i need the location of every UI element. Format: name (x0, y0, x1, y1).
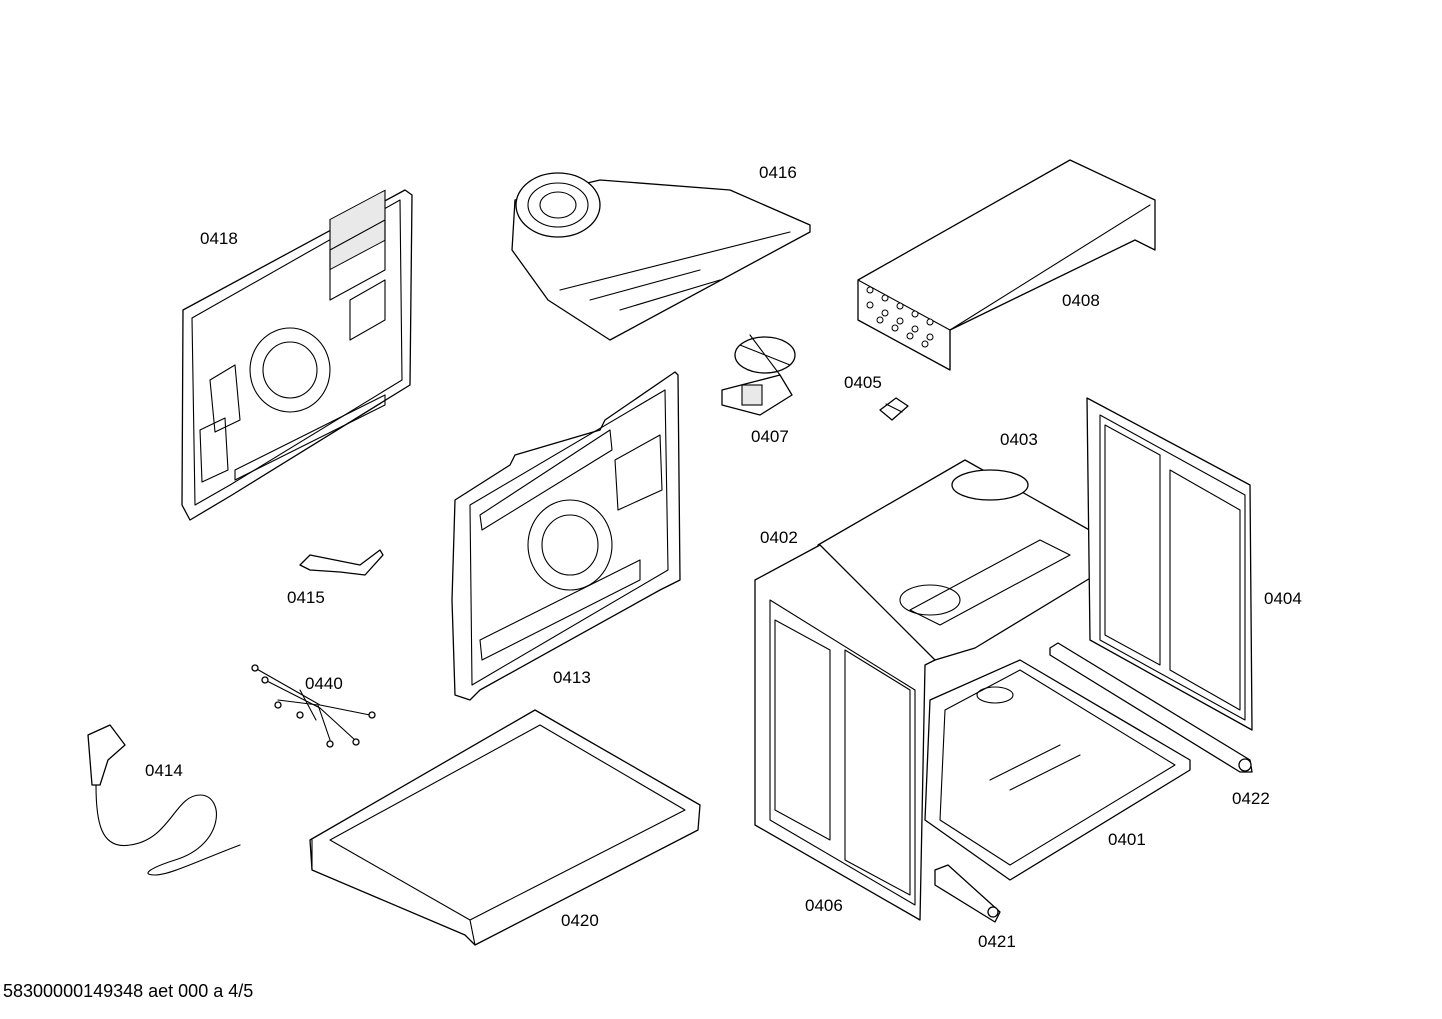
part-0408-top-cover (857, 159, 1156, 371)
part-0401-cavity-bottom (924, 659, 1191, 881)
part-label-0440: 0440 (305, 674, 343, 693)
part-label-0416: 0416 (759, 163, 797, 182)
part-label-0415: 0415 (287, 588, 325, 607)
part-label-0422: 0422 (1232, 789, 1270, 808)
part-label-0403: 0403 (1000, 430, 1038, 449)
part-0415-sensor (299, 549, 384, 576)
part-label-0407: 0407 (751, 427, 789, 446)
part-0407-fan-motor (721, 334, 796, 416)
part-label-0413: 0413 (553, 668, 591, 687)
part-0414-power-cord (87, 724, 241, 876)
part-0422-rail (1049, 642, 1253, 773)
part-label-0418: 0418 (200, 229, 238, 248)
part-0416-fan-housing (511, 172, 811, 341)
part-0403-top-plate (817, 459, 1126, 661)
part-label-0404: 0404 (1264, 589, 1302, 608)
part-label-0414: 0414 (145, 761, 183, 780)
part-0420-bottom-tray (309, 709, 701, 946)
part-label-0401: 0401 (1108, 830, 1146, 849)
part-label-0420: 0420 (561, 911, 599, 930)
part-label-0402: 0402 (760, 528, 798, 547)
part-0404-right-wall (1086, 397, 1253, 731)
part-0405-thermostat (879, 397, 909, 421)
part-0406-side-wall (754, 544, 936, 921)
part-label-0405: 0405 (844, 373, 882, 392)
part-label-0408: 0408 (1062, 291, 1100, 310)
part-label-0406: 0406 (805, 896, 843, 915)
part-0440-wiring (251, 664, 376, 748)
part-0421-rail (934, 864, 1001, 923)
part-0418-rear-panel (181, 189, 413, 521)
part-0413-back-wall (451, 371, 681, 701)
part-label-0421: 0421 (978, 932, 1016, 951)
document-id-footer: 58300000149348 aet 000 a 4/5 (3, 981, 254, 1001)
